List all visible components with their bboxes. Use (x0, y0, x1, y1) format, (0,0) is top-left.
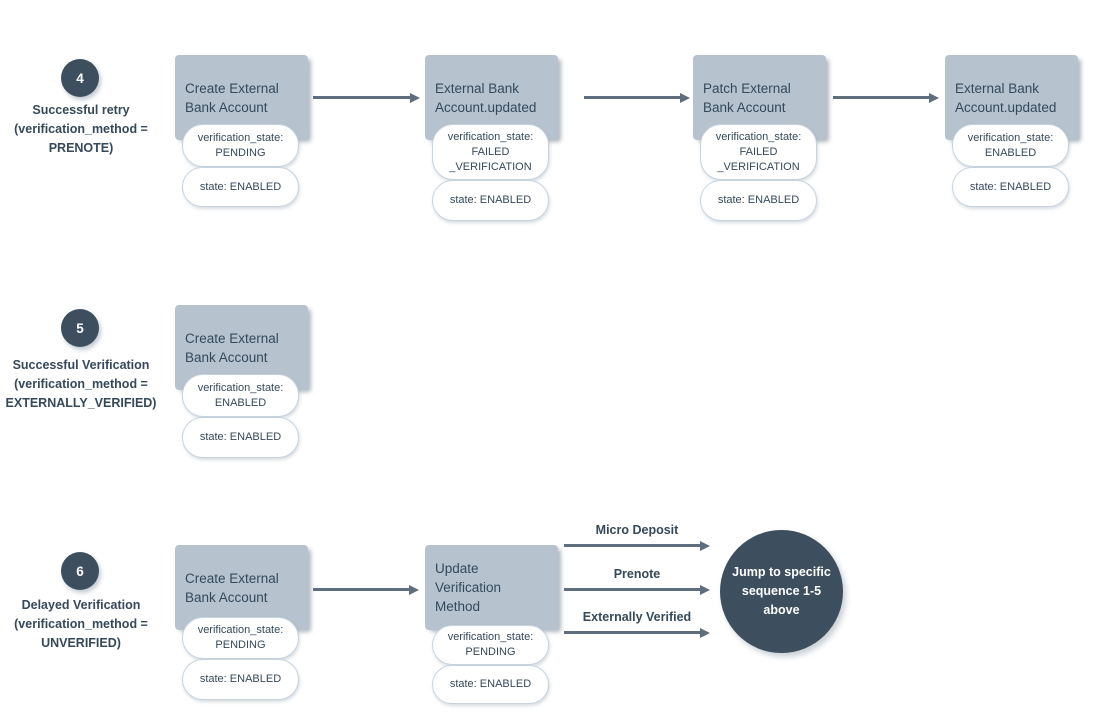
state-pill-text: state: ENABLED (449, 678, 532, 690)
sequence-badge-6: 6 (61, 552, 99, 590)
arrowhead-icon (700, 540, 710, 551)
flow-arrow (833, 92, 939, 103)
arrow-shaft (313, 96, 410, 99)
state-pill-text: state: ENABLED (199, 431, 282, 443)
state-pill: verification_state: PENDING (182, 124, 299, 167)
sequence-caption-4: Successful retry (verification_method = … (14, 103, 148, 155)
branch-arrow-label: Externally Verified (582, 610, 692, 624)
sequence-caption-5: Successful Verification (verification_me… (5, 358, 157, 410)
arrowhead-icon (410, 92, 420, 103)
node-title: External Bank Account.updated (435, 80, 537, 115)
arrow-shaft (833, 96, 929, 99)
state-pill-text: verification_state: PENDING (447, 631, 534, 658)
node-title: Create External Bank Account (185, 330, 279, 365)
state-pill: state: ENABLED (952, 167, 1069, 207)
flow-arrow (564, 627, 710, 638)
arrow-shaft (564, 631, 700, 634)
branch-arrow-label: Prenote (613, 567, 661, 581)
node-title: Patch External Bank Account (703, 80, 791, 115)
flow-arrow (313, 584, 419, 595)
node-title: Update Verification Method (435, 561, 502, 614)
arrowhead-icon (680, 92, 690, 103)
state-pill: verification_state: PENDING (182, 617, 299, 659)
state-pill-text: state: ENABLED (199, 180, 282, 193)
state-pill-text: verification_state: PENDING (197, 624, 284, 651)
sequence-badge-number: 5 (76, 320, 84, 336)
node-title: Create External Bank Account (185, 80, 279, 115)
flow-arrow (564, 584, 710, 595)
state-pill: state: ENABLED (700, 180, 817, 221)
state-pill: state: ENABLED (432, 180, 549, 221)
state-pill: verification_state: ENABLED (182, 374, 299, 417)
branch-arrow-label: Micro Deposit (595, 523, 679, 537)
state-pill: verification_state: PENDING (432, 625, 549, 665)
state-pill-text: verification_state: ENABLED (197, 381, 284, 409)
node-title: Create External Bank Account (185, 570, 279, 605)
sequence-badge-4: 4 (61, 59, 99, 97)
arrowhead-icon (700, 627, 710, 638)
state-pill: state: ENABLED (432, 665, 549, 704)
state-pill: state: ENABLED (182, 659, 299, 700)
jump-circle: Jump to specific sequence 1-5 above (720, 530, 843, 653)
node-title: External Bank Account.updated (955, 80, 1057, 115)
state-pill: verification_state: FAILED _VERIFICATION (432, 124, 549, 180)
branch-micro-deposit: Micro Deposit (564, 522, 710, 551)
sequence-caption-6: Delayed Verification (verification_metho… (14, 598, 148, 650)
state-pill-text: verification_state: ENABLED (967, 131, 1054, 159)
arrowhead-icon (700, 584, 710, 595)
sequence-badge-5: 5 (61, 309, 99, 347)
jump-circle-text: Jump to specific sequence 1-5 above (732, 565, 831, 617)
sequence-badge-number: 4 (76, 70, 84, 86)
arrowhead-icon (409, 584, 419, 595)
state-pill-text: state: ENABLED (717, 194, 800, 206)
state-pill: verification_state: ENABLED (952, 124, 1069, 167)
flow-arrow (564, 540, 710, 551)
arrowhead-icon (929, 92, 939, 103)
state-pill-text: verification_state: FAILED _VERIFICATION (447, 130, 534, 173)
state-pill: state: ENABLED (182, 417, 299, 458)
state-pill: state: ENABLED (182, 167, 299, 207)
arrow-shaft (313, 588, 409, 591)
branch-externally-verified: Externally Verified (564, 609, 710, 638)
arrow-shaft (564, 544, 700, 547)
arrow-shaft (564, 588, 700, 591)
arrow-shaft (584, 96, 680, 99)
branch-prenote: Prenote (564, 566, 710, 595)
state-pill: verification_state: FAILED _VERIFICATION (700, 124, 817, 180)
state-pill-text: state: ENABLED (199, 673, 282, 685)
flow-arrow (313, 92, 420, 103)
node-create-external-bank-account: Create External Bank Account (175, 545, 308, 630)
flow-arrow (584, 92, 690, 103)
state-pill-text: verification_state: PENDING (197, 131, 284, 159)
state-pill-text: state: ENABLED (969, 180, 1052, 193)
node-update-verification-method: Update Verification Method (425, 545, 558, 630)
state-pill-text: state: ENABLED (449, 194, 532, 206)
state-pill-text: verification_state: FAILED _VERIFICATION (715, 130, 802, 173)
sequence-badge-number: 6 (76, 563, 84, 579)
